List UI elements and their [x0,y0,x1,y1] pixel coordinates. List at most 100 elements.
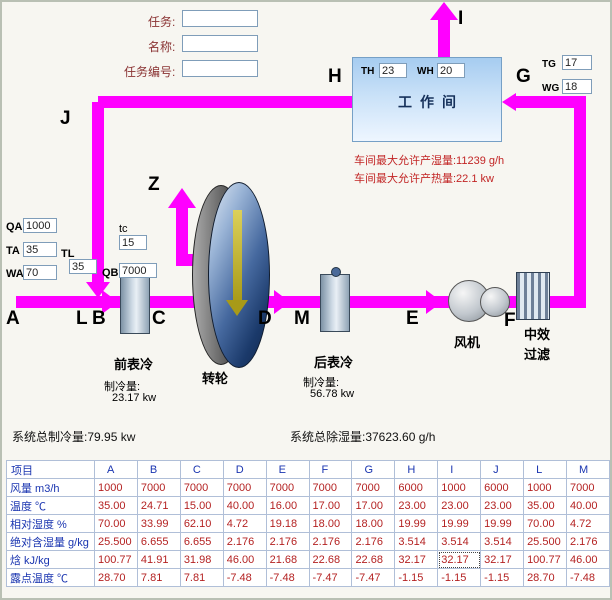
table-cell[interactable]: 31.98 [179,550,224,569]
table-cell[interactable]: 17.00 [351,496,396,515]
table-cell[interactable]: -7.48 [222,568,267,587]
table-cell[interactable]: 17.00 [308,496,353,515]
wg-input[interactable] [562,79,592,94]
table-cell[interactable]: -1.15 [437,568,482,587]
desiccant-wheel [192,182,274,368]
table-cell[interactable]: 41.91 [136,550,181,569]
table-cell[interactable]: 2.176 [222,532,267,551]
table-cell[interactable]: 7000 [351,478,396,497]
table-cell[interactable]: 22.68 [308,550,353,569]
table-cell[interactable]: 19.18 [265,514,310,533]
task-input[interactable] [182,10,258,27]
name-label: 名称: [148,40,176,54]
table-cell[interactable]: 18.00 [351,514,396,533]
table-cell[interactable]: -1.15 [394,568,439,587]
task-no-input[interactable] [182,60,258,77]
table-cell[interactable]: 18.00 [308,514,353,533]
point-label-h: H [328,66,342,87]
table-cell[interactable]: 1000 [523,478,567,497]
table-cell[interactable]: 2.176 [565,532,610,551]
wa-label: WA [6,268,24,280]
workroom-box: TH WH 工作间 [352,57,502,142]
table-cell[interactable]: 3.514 [437,532,482,551]
table-corner-header: 项目 [6,460,95,479]
table-cell[interactable]: 21.68 [265,550,310,569]
table-col-header: G [351,460,396,479]
table-cell[interactable]: 7000 [222,478,267,497]
table-cell[interactable]: 7.81 [136,568,181,587]
table-cell[interactable]: 19.99 [437,514,482,533]
table-cell[interactable]: 3.514 [480,532,525,551]
table-cell[interactable]: 32.17 [394,550,439,569]
th-input[interactable] [379,63,407,78]
table-cell[interactable]: 4.72 [565,514,610,533]
table-cell[interactable]: 46.00 [565,550,610,569]
tg-label: TG [542,59,556,70]
table-cell[interactable]: 70.00 [523,514,567,533]
table-cell[interactable]: 7000 [265,478,310,497]
table-cell[interactable]: 7000 [136,478,181,497]
table-cell[interactable]: -7.47 [351,568,396,587]
table-cell[interactable]: 23.00 [480,496,525,515]
table-cell[interactable]: 6.655 [179,532,224,551]
table-cell[interactable]: 7000 [565,478,610,497]
name-input[interactable] [182,35,258,52]
qa-input[interactable] [23,218,57,233]
aftercooler-capacity-value: 56.78 kw [310,388,355,400]
table-cell[interactable]: -7.47 [308,568,353,587]
table-cell[interactable]: 15.00 [179,496,224,515]
table-cell[interactable]: 7.81 [179,568,224,587]
wa-input[interactable] [23,265,57,280]
table-cell[interactable]: 46.00 [222,550,267,569]
table-cell[interactable]: 23.00 [394,496,439,515]
table-cell[interactable]: -1.15 [480,568,525,587]
table-cell[interactable]: 35.00 [94,496,138,515]
table-cell[interactable]: 6000 [394,478,439,497]
tg-input[interactable] [562,55,592,70]
table-col-header: C [179,460,224,479]
table-cell[interactable]: 100.77 [523,550,567,569]
table-cell[interactable]: 32.17 [480,550,525,569]
duct-regen-vertical [176,208,188,266]
table-cell[interactable]: 23.00 [437,496,482,515]
wh-input[interactable] [437,63,465,78]
point-label-c: C [152,308,166,329]
table-cell[interactable]: 33.99 [136,514,181,533]
table-cell[interactable]: 1000 [94,478,138,497]
table-cell[interactable]: 19.99 [394,514,439,533]
table-cell[interactable]: -7.48 [265,568,310,587]
table-cell[interactable]: -7.48 [565,568,610,587]
table-cell[interactable]: 35.00 [523,496,567,515]
table-cell[interactable]: 62.10 [179,514,224,533]
table-cell[interactable]: 70.00 [94,514,138,533]
table-cell[interactable]: 24.71 [136,496,181,515]
table-cell[interactable]: 4.72 [222,514,267,533]
table-cell[interactable]: 40.00 [222,496,267,515]
tc-input[interactable] [119,235,147,250]
ta-input[interactable] [23,242,57,257]
table-cell[interactable]: 25.500 [94,532,138,551]
tl-input[interactable] [69,259,97,274]
table-cell[interactable]: 1000 [437,478,482,497]
table-cell[interactable]: 28.70 [94,568,138,587]
table-cell[interactable]: 2.176 [308,532,353,551]
table-cell[interactable]: 16.00 [265,496,310,515]
table-cell[interactable]: 22.68 [351,550,396,569]
table-cell[interactable]: 6.655 [136,532,181,551]
table-cell[interactable]: 3.514 [394,532,439,551]
filter-label-line2: 过滤 [524,347,551,362]
aftercooler-coil [320,267,350,332]
table-cell[interactable]: 6000 [480,478,525,497]
qb-input[interactable] [119,263,157,278]
table-cell[interactable]: 7000 [308,478,353,497]
table-cell[interactable]: 2.176 [265,532,310,551]
table-cell[interactable]: 2.176 [351,532,396,551]
table-cell[interactable]: 40.00 [565,496,610,515]
table-cell[interactable]: 100.77 [94,550,138,569]
duct-supply-horizontal [516,96,576,108]
table-cell[interactable]: 28.70 [523,568,567,587]
table-cell[interactable]: 19.99 [480,514,525,533]
table-cell[interactable]: 32.17 [437,550,482,569]
table-cell[interactable]: 25.500 [523,532,567,551]
table-cell[interactable]: 7000 [179,478,224,497]
